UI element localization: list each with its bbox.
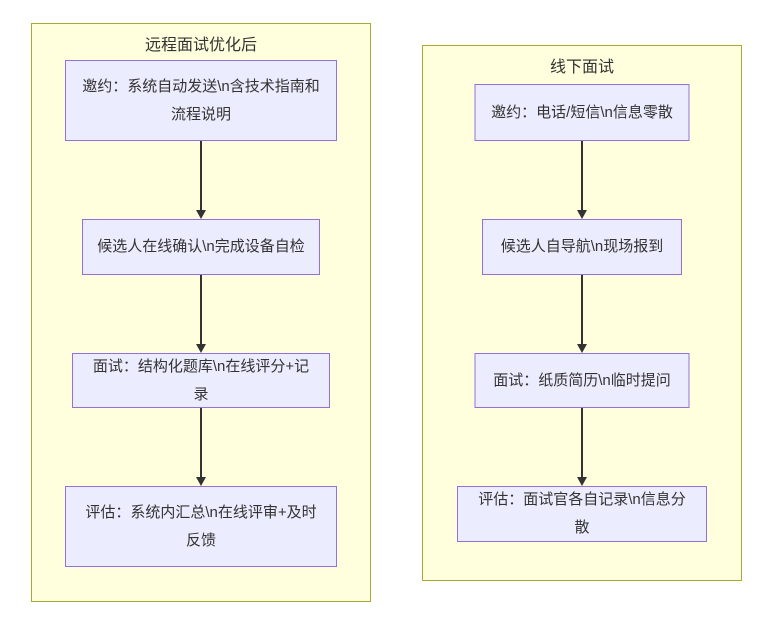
node-offline-evaluate: 评估：面试官各自记录\n信息分散: [457, 486, 707, 542]
cluster-offline-title: 线下面试: [549, 59, 614, 76]
node-remote-invite: 邀约：系统自动发送\n含技术指南和流程说明: [65, 60, 337, 141]
node-remote-invite-label: 邀约：系统自动发送\n含技术指南和流程说明: [82, 77, 320, 123]
node-remote-interview: 面试：结构化题库\n在线评分+记录: [72, 353, 330, 408]
node-offline-checkin-label: 候选人自导航\n现场报到: [500, 238, 664, 255]
node-offline-checkin: 候选人自导航\n现场报到: [482, 219, 682, 275]
cluster-offline-interview: 线下面试 邀约：电话/短信\n信息零散 候选人自导航\n现场报到 面试：纸质简历…: [422, 45, 742, 581]
node-remote-confirm-label: 候选人在线确认\n完成设备自检: [97, 238, 305, 255]
node-offline-invite: 邀约：电话/短信\n信息零散: [474, 84, 690, 141]
node-remote-evaluate-label: 评估：系统内汇总\n在线评审+及时反馈: [85, 503, 317, 549]
cluster-remote-title: 远程面试优化后: [144, 37, 257, 54]
node-offline-interview-label: 面试：纸质简历\n临时提问: [493, 371, 671, 389]
node-offline-interview: 面试：纸质简历\n临时提问: [474, 353, 690, 408]
node-offline-evaluate-label: 评估：面试官各自记录\n信息分散: [478, 491, 686, 536]
node-offline-invite-label: 邀约：电话/短信\n信息零散: [491, 103, 673, 121]
node-remote-evaluate: 评估：系统内汇总\n在线评审+及时反馈: [65, 486, 337, 567]
node-remote-confirm: 候选人在线确认\n完成设备自检: [82, 219, 320, 275]
node-remote-interview-label: 面试：结构化题库\n在线评分+记录: [92, 357, 310, 403]
cluster-remote-interview: 远程面试优化后 邀约：系统自动发送\n含技术指南和流程说明 候选人在线确认\n完…: [31, 23, 371, 602]
